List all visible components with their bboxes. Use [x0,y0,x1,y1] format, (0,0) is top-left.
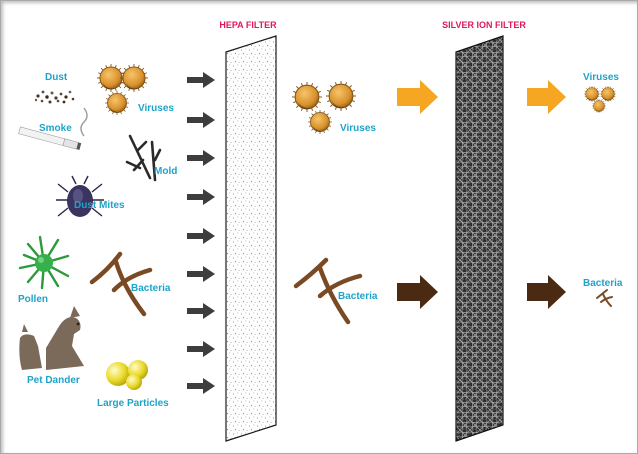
bacteria-final-label: Bacteria [583,278,623,289]
bacteria-after-hepa-label: Bacteria [338,291,378,302]
viruses-final-label: Viruses [583,72,619,83]
large-particles-icon [106,360,148,390]
arrow-right-icon [187,112,215,128]
arrow-right-icon [187,150,215,166]
dust-mites-label: Dust Mites [74,200,125,211]
bacteria-icon [89,251,153,317]
silver-ion-filter-title: SILVER ION FILTER [442,20,526,30]
arrow-right-icon [187,266,215,282]
mold-label: Mold [154,166,177,177]
arrow-right-icon [187,189,215,205]
cigarette-icon [18,107,88,150]
dust-label: Dust [45,72,68,83]
viruses-label: Viruses [138,103,174,114]
pollen-label: Pollen [18,294,48,305]
hepa-filter [225,35,277,442]
viruses-after-hepa-label: Viruses [340,123,376,134]
mold-icon [125,134,162,182]
arrow-right-icon [187,341,215,357]
dust-mite-icon [56,175,104,217]
silver-ion-filter [455,35,504,442]
pollen-icon [18,235,70,290]
arrow-right-icon [187,72,215,88]
hepa-filter-title: HEPA FILTER [219,20,277,30]
arrow-right-icon [397,275,438,309]
bacteria-final-icon [596,289,613,307]
pet-icon [19,306,84,370]
bacteria-middle-icon [293,257,363,325]
arrow-right-icon [187,228,215,244]
bacteria-label: Bacteria [131,283,171,294]
pet-dander-label: Pet Dander [27,375,80,386]
large-particles-label: Large Particles [97,398,169,409]
virus-cluster-final-icon [584,86,616,113]
arrow-right-icon [187,378,215,394]
arrow-right-icon [527,80,566,114]
dust-icon [34,90,75,104]
input-arrows [187,72,215,394]
smoke-label: Smoke [39,123,72,134]
arrow-right-icon [397,80,438,114]
arrow-right-icon [527,275,566,309]
arrow-right-icon [187,303,215,319]
